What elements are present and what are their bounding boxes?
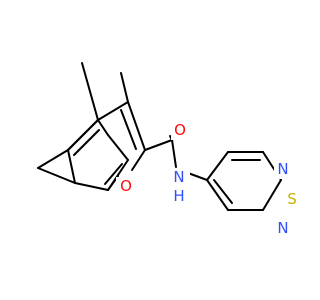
methyl-bond: [120, 72, 129, 103]
bond: [73, 129, 100, 156]
bond: [144, 139, 173, 151]
bond: [131, 149, 146, 171]
carbonyl-oxygen-label: O: [174, 121, 186, 139]
bond: [67, 119, 99, 151]
amide-hydrogen-label: H: [173, 187, 184, 205]
bond: [262, 179, 282, 211]
bond: [74, 182, 109, 191]
bond: [187, 172, 208, 181]
amide-nitrogen-label: N: [173, 168, 184, 186]
molecule-diagram: O O N H N N S: [37, 62, 299, 238]
bonds: [37, 62, 282, 211]
bond: [127, 101, 146, 151]
thiadiazole-bottom-nitrogen-label: N: [277, 219, 288, 237]
ring-oxygen-label: O: [120, 177, 132, 195]
bond: [213, 179, 233, 204]
bond: [120, 109, 137, 150]
bond: [206, 151, 229, 181]
atom-labels: O O N H N N S: [116, 121, 299, 238]
bond: [97, 119, 109, 136]
thiadiazole-sulfur-label: S: [287, 190, 297, 208]
bond: [107, 134, 129, 161]
methyl-bond: [37, 167, 76, 184]
bond: [171, 139, 177, 168]
bond: [67, 149, 76, 184]
bond: [104, 163, 123, 185]
bond: [37, 149, 69, 169]
methyl-bond: [81, 62, 99, 121]
bond: [206, 179, 229, 211]
thiadiazole-top-nitrogen-label: N: [277, 160, 288, 178]
bond: [97, 101, 129, 121]
